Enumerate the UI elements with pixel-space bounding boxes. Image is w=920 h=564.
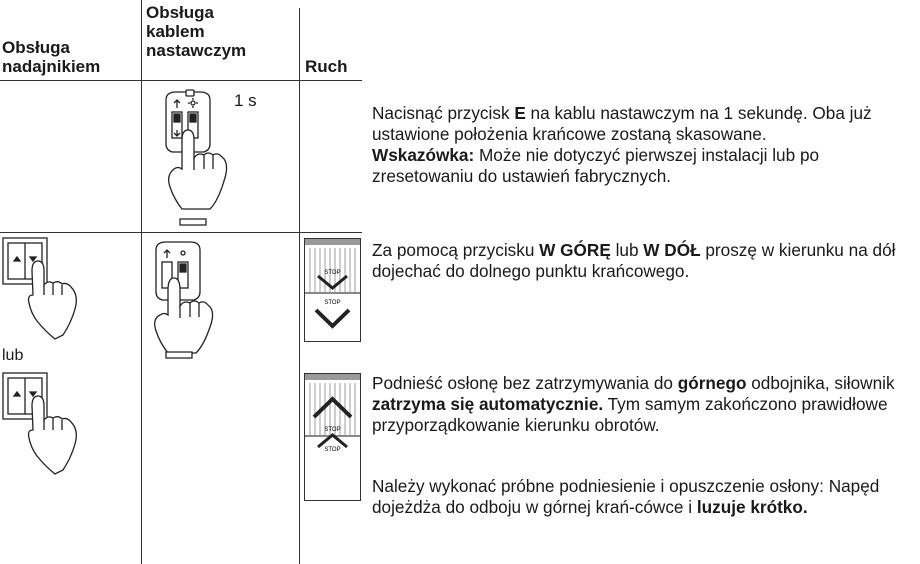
- text: Tym samym zakończono prawidłowe przyporz…: [372, 394, 888, 435]
- bold-text: górnego: [677, 373, 747, 393]
- header-movement: Ruch: [305, 57, 348, 76]
- stop-label: STOP: [324, 447, 340, 453]
- header-transmitter: Obsługa nadajnikiem: [2, 38, 100, 76]
- duration-label: 1 s: [234, 91, 257, 110]
- row1-instruction: Nacisnąć przycisk E na kablu nastawczym …: [372, 103, 917, 187]
- key-up: W GÓRĘ: [539, 240, 611, 260]
- header-line: Obsługa: [2, 38, 71, 57]
- row3-instruction: Podnieść osłonę bez zatrzymywania do gór…: [372, 373, 917, 436]
- column-divider-2: [299, 8, 300, 564]
- bold-text: luzuje krótko.: [696, 497, 808, 517]
- column-divider-1: [141, 0, 142, 564]
- text: proszę w kierunku na dół dojechać do dol…: [372, 240, 896, 281]
- text: lub: [610, 240, 644, 260]
- row-divider-1: [0, 232, 362, 233]
- key-e: E: [514, 103, 526, 123]
- or-label: lub: [2, 347, 24, 364]
- setting-cable-hand-icon: [154, 241, 214, 359]
- stop-label: STOP: [324, 270, 340, 276]
- header-line: nastawczym: [146, 41, 247, 60]
- hint-label: Wskazówka:: [372, 145, 475, 165]
- text: na kablu nastawczym na 1 sekundę. Oba ju…: [372, 103, 872, 144]
- header-line: kablem: [146, 22, 205, 41]
- stop-label: STOP: [324, 300, 340, 306]
- header-line: nadajnikiem: [2, 57, 101, 76]
- stop-label: STOP: [324, 427, 340, 433]
- row3-test-note: Należy wykonać próbne podniesienie i opu…: [372, 476, 917, 518]
- row2-instruction: Za pomocą przycisku W GÓRĘ lub W DÓŁ pro…: [372, 240, 917, 282]
- shutter-up-icon: STOP STOP: [304, 373, 361, 501]
- header-line: Obsługa: [146, 3, 215, 22]
- header-divider: [0, 80, 362, 81]
- shutter-down-icon: STOP STOP: [304, 238, 361, 342]
- text: Podnieść osłonę bez zatrzymywania do: [372, 373, 678, 393]
- bold-text: zatrzyma się automatycznie.: [372, 394, 604, 414]
- transmitter-hand-icon: [2, 237, 77, 340]
- hint-text: Może nie dotyczyć pierwszej instalacji l…: [372, 145, 820, 186]
- header-setting-cable: Obsługa kablem nastawczym: [146, 3, 246, 60]
- transmitter-hand-icon: [2, 372, 77, 475]
- text: Należy wykonać próbne podniesienie i opu…: [372, 476, 880, 517]
- setting-cable-hand-icon: [165, 89, 228, 226]
- text: odbojnika, siłownik: [746, 373, 895, 393]
- key-down: W DÓŁ: [643, 240, 701, 260]
- text: Nacisnąć przycisk: [372, 103, 515, 123]
- text: Za pomocą przycisku: [372, 240, 540, 260]
